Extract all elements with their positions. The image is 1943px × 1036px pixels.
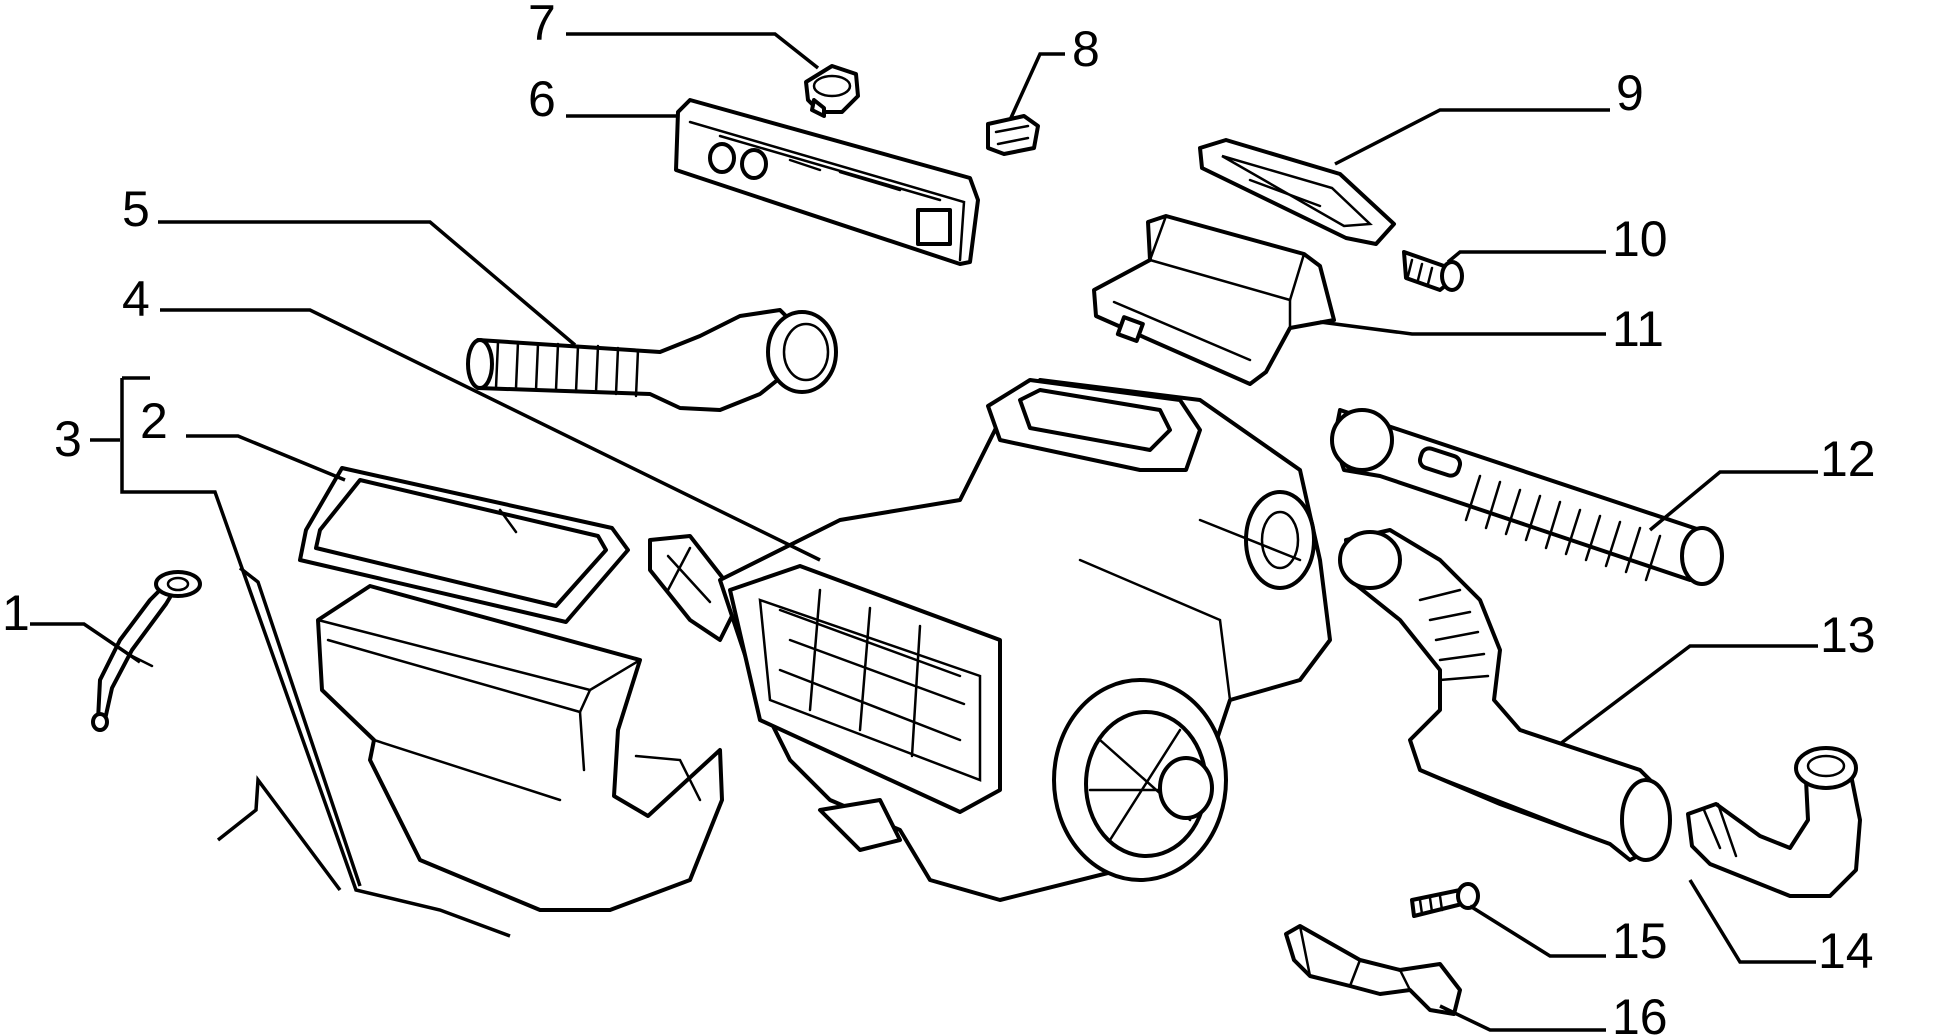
callout-12: 12 [1820,431,1876,487]
part-10-screw[interactable] [1402,250,1464,292]
part-5-corrugated-hose[interactable] [466,308,838,412]
callout-14: 14 [1818,923,1874,979]
callout-11: 11 [1612,301,1664,357]
part-16-bracket-clip[interactable] [1284,924,1462,1016]
part-2-gasket[interactable] [298,466,630,624]
callout-9: 9 [1616,65,1644,121]
part-3-air-box[interactable] [316,584,724,912]
part-15-bolt[interactable] [1410,882,1480,918]
outline-stroke [238,566,362,887]
callout-15: 15 [1612,913,1668,969]
part-12-corrugated-hose[interactable] [1330,408,1724,586]
callout-13: 13 [1820,607,1876,663]
part-13-curved-hose[interactable] [1338,528,1672,862]
part-11-air-duct[interactable] [1092,214,1336,386]
leader-lines [30,32,1818,1032]
callout-4: 4 [122,271,150,327]
callout-1: 1 [2,585,30,641]
callout-3: 3 [54,411,82,467]
part-9-vent-grille[interactable] [1198,138,1396,246]
callout-8: 8 [1072,21,1100,77]
part-6-control-panel[interactable] [674,98,980,266]
callout-5: 5 [122,181,150,237]
part-14-elbow-hose[interactable] [1686,746,1862,898]
outline-stroke [216,775,342,892]
part-4-heater-housing[interactable] [648,378,1332,902]
callout-2: 2 [140,393,168,449]
part-7-switch[interactable] [804,64,860,118]
callout-10: 10 [1612,211,1668,267]
part-1-drain-hose[interactable] [91,570,202,732]
part-8-clip[interactable] [986,114,1040,156]
callout-7: 7 [528,0,556,51]
callout-numbers: 1 2 3 4 5 6 7 8 9 10 11 12 13 14 15 16 [2,0,1876,1036]
callout-6: 6 [528,71,556,127]
callout-16: 16 [1612,989,1668,1036]
